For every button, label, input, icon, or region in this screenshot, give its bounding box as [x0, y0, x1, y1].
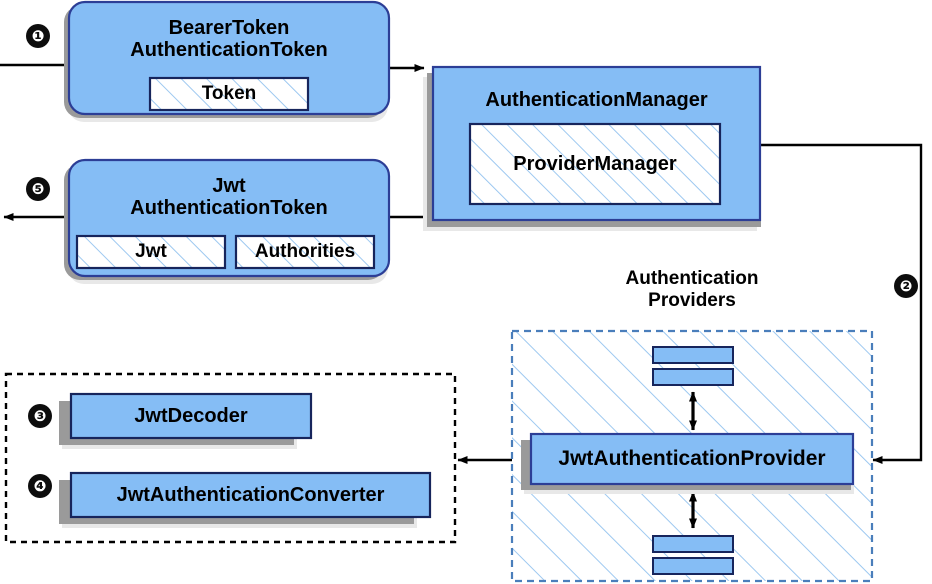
- provider-stub-top: [652, 346, 734, 386]
- node-jwt-decoder[interactable]: [59, 392, 313, 449]
- connector-step2-manager-to-provider: [760, 143, 923, 464]
- step-badge-1: ❶: [26, 24, 50, 48]
- region-authentication-providers-title: Authentication Providers: [625, 268, 759, 311]
- node-jwt-authentication-converter[interactable]: [59, 471, 432, 528]
- node-jwt-authentication-provider[interactable]: [521, 432, 855, 494]
- region-jwt-support: [4, 372, 457, 544]
- step-badge-4: ❹: [28, 474, 52, 498]
- node-authentication-manager[interactable]: [423, 65, 762, 231]
- step-badge-5: ❺: [26, 177, 50, 201]
- node-bearer-token-authentication-token[interactable]: [64, 0, 391, 122]
- node-jwt-authentication-token[interactable]: [64, 158, 391, 284]
- step-badge-2: ❷: [894, 274, 918, 298]
- provider-stub-bottom: [652, 535, 734, 575]
- step-badge-3: ❸: [28, 404, 52, 428]
